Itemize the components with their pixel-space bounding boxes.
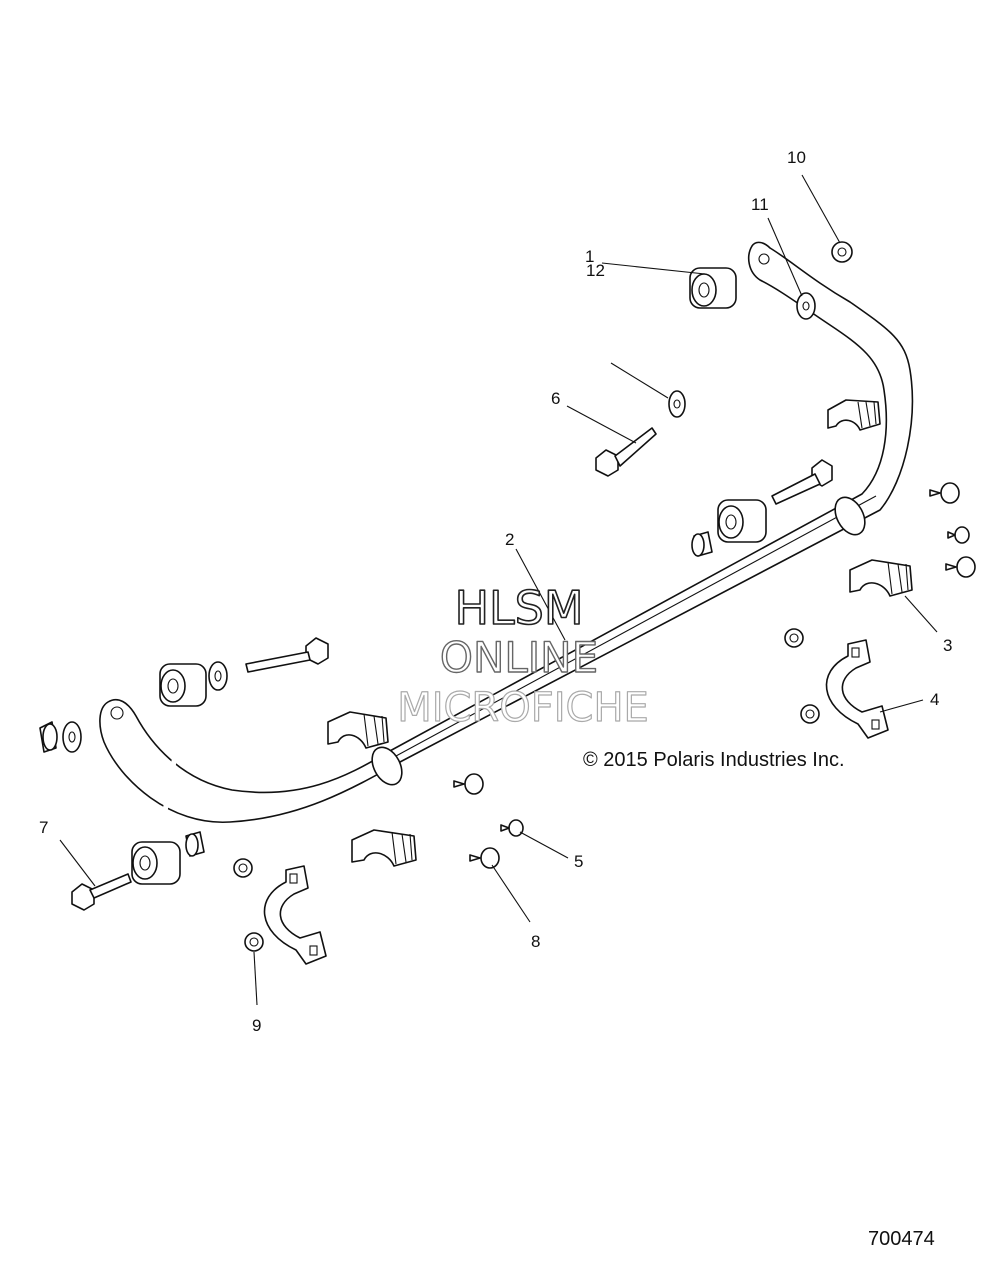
callout-4: 4 — [930, 690, 939, 709]
nut-9 — [244, 932, 264, 952]
bolt-6 — [595, 427, 657, 477]
callout-3: 3 — [943, 636, 952, 655]
nut-9-lower-a — [233, 858, 253, 878]
pushpin-mid — [453, 773, 484, 795]
callout-11: 11 — [751, 195, 769, 214]
screw-5 — [500, 819, 524, 837]
callout-labels: 1 2 3 4 5 6 7 8 9 10 11 12 — [39, 148, 952, 1035]
watermark-line-1: HLSM — [454, 581, 583, 635]
callout-5: 5 — [574, 852, 583, 871]
clamp-lower — [263, 865, 327, 965]
washer-12 — [668, 390, 686, 418]
leader-lines — [59, 174, 938, 1006]
watermark: HLSM ONLINE MICROFICHE — [397, 580, 650, 731]
watermark-line-3: MICROFICHE — [397, 685, 649, 731]
stabilizer-bar — [99, 241, 914, 823]
callout-1: 1 — [585, 247, 594, 266]
stabilizer-link-lower — [131, 663, 207, 885]
nut-lower-left — [39, 721, 58, 753]
washer-11 — [796, 292, 816, 320]
bolt-upper-right — [771, 459, 833, 505]
screw-upper — [947, 526, 970, 544]
clamp-4 — [825, 639, 889, 739]
washer-lower-left — [62, 721, 82, 753]
bushing-lower-b — [351, 829, 417, 867]
bolt-7 — [71, 873, 132, 911]
callout-6: 6 — [551, 389, 560, 408]
bushing-lower-a — [327, 711, 389, 749]
callout-7: 7 — [39, 818, 48, 837]
nut-10 — [831, 241, 853, 263]
pushpin-8 — [469, 847, 500, 869]
pushpin-upper-2 — [945, 556, 976, 578]
callout-10: 10 — [787, 148, 806, 167]
callout-9: 9 — [252, 1016, 261, 1035]
bushing-upper — [827, 399, 881, 431]
callout-2: 2 — [505, 530, 514, 549]
figure-number: 700474 — [868, 1228, 935, 1250]
copyright-notice: © 2015 Polaris Industries Inc. — [583, 749, 845, 771]
bolt-lower-long — [245, 637, 329, 673]
nut-9-upper — [784, 628, 804, 648]
nut-9-mid — [800, 704, 820, 724]
bushing-3 — [849, 559, 913, 597]
watermark-line-2: ONLINE — [440, 633, 598, 682]
callout-8: 8 — [531, 932, 540, 951]
callout-12: 12 — [586, 261, 605, 280]
nut-link-lower — [185, 831, 205, 857]
nut-link-upper — [691, 531, 713, 557]
washer-lower-link — [208, 661, 228, 691]
pushpin-upper-1 — [929, 482, 960, 504]
stabilizer-link-upper — [689, 267, 767, 543]
